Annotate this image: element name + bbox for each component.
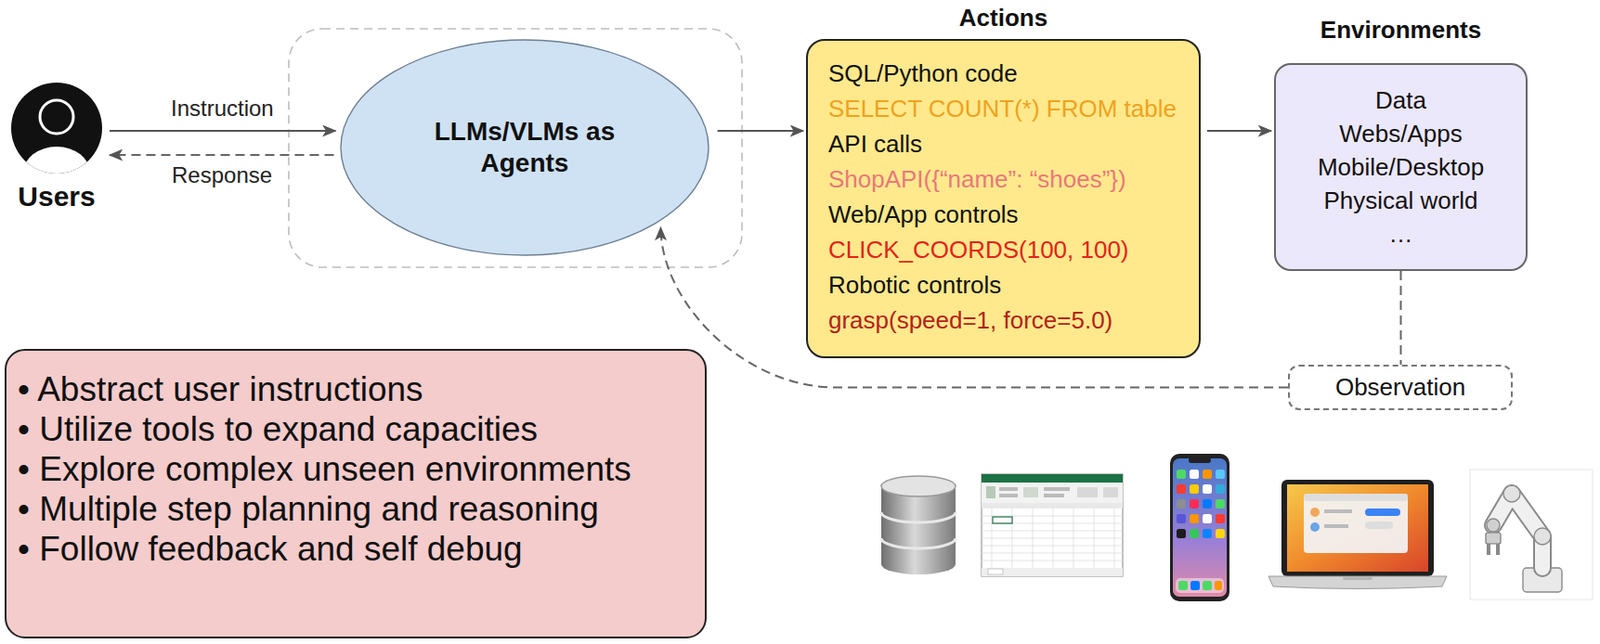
- environment-item: Physical world: [1323, 183, 1478, 218]
- ellipse-content: LLMs/VLMs as Agents: [338, 38, 711, 258]
- action-category: SQL/Python code: [828, 55, 1018, 92]
- action-category: Robotic controls: [828, 267, 1002, 303]
- connector-arrow: [717, 130, 804, 132]
- section-heading: Actions: [806, 3, 1201, 32]
- environment-item: Mobile/Desktop: [1317, 150, 1484, 184]
- connector-arrow: [109, 154, 334, 157]
- ellipse-outline: [340, 39, 709, 256]
- action-box: SQL/Python codeSELECT COUNT(*) FROM tabl…: [806, 39, 1201, 359]
- phone-icon: [1170, 454, 1230, 602]
- action-example: SELECT COUNT(*) FROM table: [828, 91, 1177, 127]
- user-label: Users: [17, 180, 95, 214]
- action-example: grasp(speed=1, force=5.0): [828, 302, 1113, 339]
- edge-label: Response: [169, 162, 275, 189]
- database-icon: [881, 476, 956, 575]
- node-box: LLMs/VLMs as Agents: [338, 38, 711, 258]
- agent-ellipse: [338, 38, 711, 258]
- user-figure: [23, 146, 91, 175]
- agent-group-outline: [288, 28, 742, 268]
- node-box: • Abstract user instructions• Utilize to…: [4, 349, 707, 639]
- robot-arm-icon: [1469, 469, 1593, 600]
- connector-arrow: [1400, 271, 1403, 365]
- node-box: Users: [4, 81, 109, 214]
- connector-arrow: [1207, 130, 1272, 132]
- agent-label: LLMs/VLMs as Agents: [431, 116, 618, 180]
- node-box: EnvironmentsDataWebs/AppsMobile/DesktopP…: [1274, 13, 1528, 272]
- environment-item: Webs/Apps: [1339, 117, 1462, 151]
- environment-item: …: [1389, 217, 1414, 251]
- node-box: Observation: [1287, 364, 1513, 411]
- edge-label: Instruction: [168, 95, 277, 122]
- action-example: ShopAPI({“name”: “shoes”}): [828, 161, 1127, 197]
- section-heading: Environments: [1274, 13, 1528, 47]
- capability-bullet: • Utilize tools to expand capacities: [17, 409, 538, 450]
- capability-bullet: • Abstract user instructions: [17, 369, 424, 410]
- environment-box: DataWebs/AppsMobile/DesktopPhysical worl…: [1274, 63, 1528, 272]
- spreadsheet-icon: [981, 474, 1123, 577]
- node-box: ActionsSQL/Python codeSELECT COUNT(*) FR…: [806, 3, 1201, 359]
- action-category: API calls: [828, 126, 923, 162]
- capability-bullet: • Explore complex unseen environments: [17, 449, 632, 490]
- user-head: [39, 100, 74, 134]
- action-category: Web/App controls: [828, 196, 1019, 233]
- user-shoulders: [23, 146, 91, 175]
- capability-bullet: • Multiple step planning and reasoning: [17, 489, 599, 530]
- action-example: CLICK_COORDS(100, 100): [828, 232, 1130, 268]
- user-icon: [10, 81, 104, 175]
- capability-bullet: • Follow feedback and self debug: [17, 529, 523, 570]
- connector-arrow: [109, 130, 336, 132]
- environment-item: Data: [1375, 83, 1427, 118]
- laptop-icon: [1268, 480, 1447, 590]
- observation-label: Observation: [1335, 366, 1466, 409]
